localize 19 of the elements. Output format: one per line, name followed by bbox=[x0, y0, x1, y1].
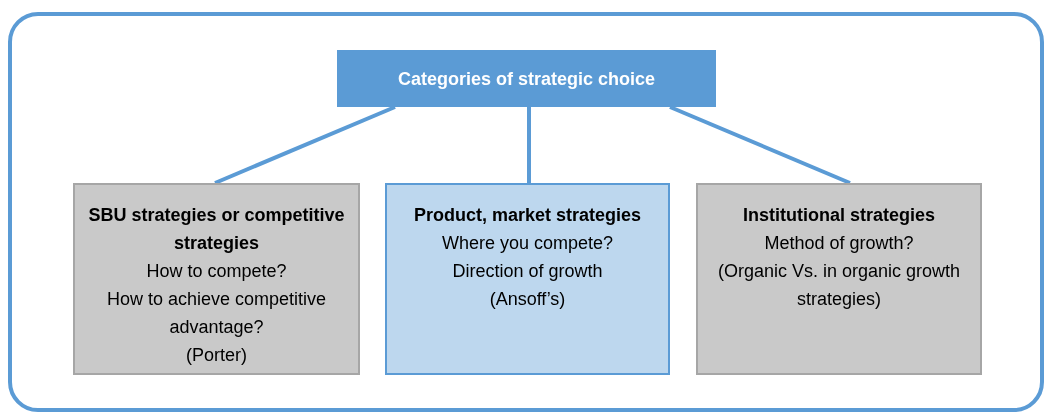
connector-line bbox=[214, 105, 396, 185]
title-box bbox=[337, 50, 716, 107]
category-box bbox=[73, 183, 360, 375]
box-text: How to achieve competitive advantage? bbox=[105, 288, 328, 339]
category-box bbox=[696, 183, 982, 375]
connector-line bbox=[527, 107, 531, 183]
box-text: (Ansoff’s) bbox=[489, 288, 566, 311]
category-box bbox=[385, 183, 670, 375]
box-heading: Categories of strategic choice bbox=[397, 67, 656, 91]
box-heading: Institutional strategies bbox=[742, 204, 935, 227]
box-text: Direction of growth bbox=[452, 260, 603, 283]
box-text: (Organic Vs. in organic growth strategies) bbox=[716, 260, 962, 311]
connector-line bbox=[669, 105, 851, 185]
box-heading: Product, market strategies bbox=[413, 204, 642, 227]
box-text: How to compete? bbox=[146, 260, 287, 283]
box-text: Method of growth? bbox=[764, 232, 914, 255]
box-text: (Porter) bbox=[186, 344, 247, 367]
box-heading: SBU strategies or competitive strategies bbox=[87, 204, 346, 255]
box-text: Where you compete? bbox=[441, 232, 614, 255]
